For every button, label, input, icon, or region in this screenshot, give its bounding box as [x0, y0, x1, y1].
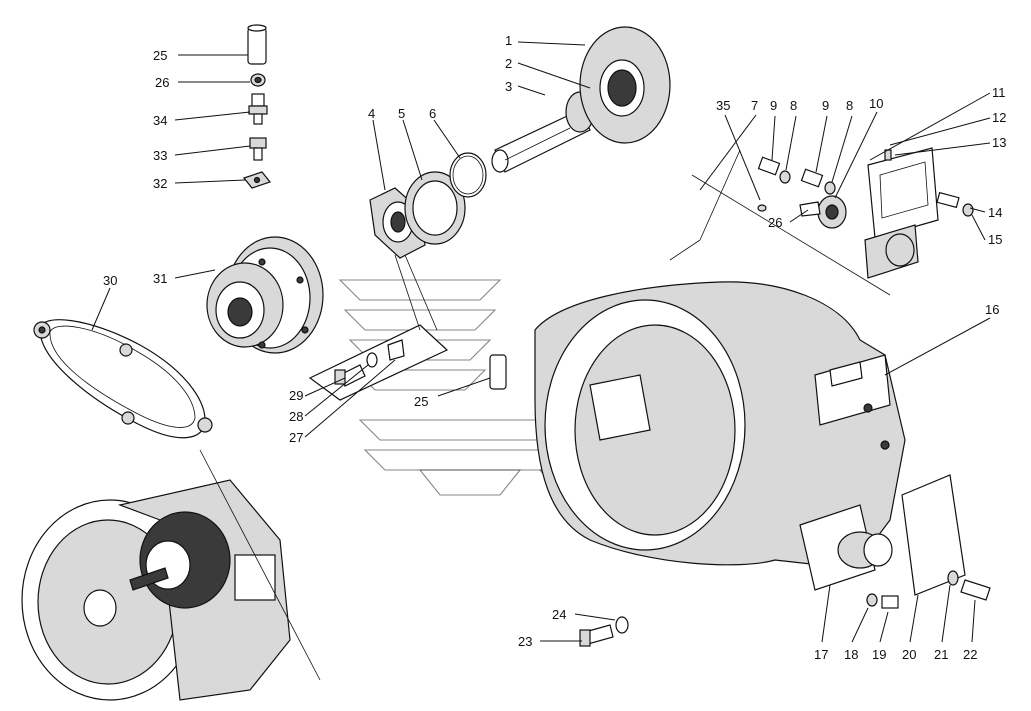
part-washer-15: [962, 203, 974, 217]
callout-26-top: 26: [155, 75, 169, 90]
callout-14: 14: [988, 205, 1002, 220]
part-nut-26: [250, 73, 266, 87]
callout-18: 18: [844, 647, 858, 662]
callout-11: 11: [992, 85, 1006, 100]
callout-6: 6: [429, 106, 436, 121]
part-bolt-9-right: [800, 168, 824, 188]
callout-32: 32: [153, 176, 167, 191]
assembled-view: [21, 479, 291, 701]
callout-16: 16: [985, 302, 999, 317]
callout-13: 13: [992, 135, 1006, 150]
part-gasket-ring-5: [404, 171, 466, 245]
part-bolt-19: [881, 595, 899, 609]
part-pin-25-center: [489, 354, 507, 390]
part-washer-21: [947, 570, 959, 586]
part-gear-shaft-3: [491, 91, 595, 173]
callout-8-left: 8: [790, 98, 797, 113]
callout-20: 20: [902, 647, 916, 662]
callout-15: 15: [988, 232, 1002, 247]
part-fitting-34: [248, 93, 268, 125]
callout-26-right: 26: [768, 215, 782, 230]
callout-27: 27: [289, 430, 303, 445]
callout-19: 19: [872, 647, 886, 662]
part-bolt-33: [249, 137, 267, 161]
callout-2: 2: [505, 56, 512, 71]
callout-24: 24: [552, 607, 566, 622]
callout-31: 31: [153, 271, 167, 286]
callout-8-right: 8: [846, 98, 853, 113]
part-bolt-23: [579, 624, 614, 647]
callout-34: 34: [153, 113, 167, 128]
callout-35: 35: [716, 98, 730, 113]
callout-10: 10: [869, 96, 883, 111]
part-washer-8-right: [824, 181, 836, 195]
callout-29: 29: [289, 388, 303, 403]
part-pin-25: [247, 24, 267, 65]
part-bearing-cap-17: [799, 504, 893, 591]
callout-3: 3: [505, 79, 512, 94]
callout-labels: 1 2 3 4 5 6 7 8 8 9 9 10 11 12 13 14 15 …: [103, 33, 1006, 662]
part-washer-18: [866, 593, 878, 607]
callout-12: 12: [992, 110, 1006, 125]
callout-7: 7: [751, 98, 758, 113]
part-bolt-14: [936, 191, 960, 209]
callout-21: 21: [934, 647, 948, 662]
callout-22: 22: [963, 647, 977, 662]
part-friction-disc-1: [579, 26, 671, 144]
part-bearing-cover-31: [206, 236, 324, 354]
part-washer-8-left: [779, 170, 791, 184]
part-pin-35: [757, 204, 767, 212]
part-washer-24: [615, 616, 629, 634]
part-bolt-22: [960, 579, 991, 601]
callout-4: 4: [368, 106, 375, 121]
part-bolt-9-left: [757, 156, 781, 176]
part-washer-32: [242, 171, 272, 189]
callout-9-right: 9: [822, 98, 829, 113]
part-o-ring-6: [449, 152, 487, 198]
callout-23: 23: [518, 634, 532, 649]
callout-1: 1: [505, 33, 512, 48]
part-bracket-12: [864, 147, 939, 279]
part-lock-tab: [387, 339, 405, 361]
callout-17: 17: [814, 647, 828, 662]
part-bushing-10: [799, 195, 847, 229]
callout-9-left: 9: [770, 98, 777, 113]
callout-5: 5: [398, 106, 405, 121]
callout-33: 33: [153, 148, 167, 163]
callout-28: 28: [289, 409, 303, 424]
callout-25-top: 25: [153, 48, 167, 63]
part-cover-plate-20: [901, 474, 966, 596]
part-washer-28: [366, 352, 378, 368]
callout-30: 30: [103, 273, 117, 288]
part-gasket-30: [33, 319, 213, 439]
part-clutch-housing-16: [534, 281, 906, 566]
callout-25-center: 25: [414, 394, 428, 409]
part-bolt-29: [334, 364, 366, 387]
leader-lines: [91, 41, 991, 681]
part-lock-plate-27: [308, 324, 449, 401]
